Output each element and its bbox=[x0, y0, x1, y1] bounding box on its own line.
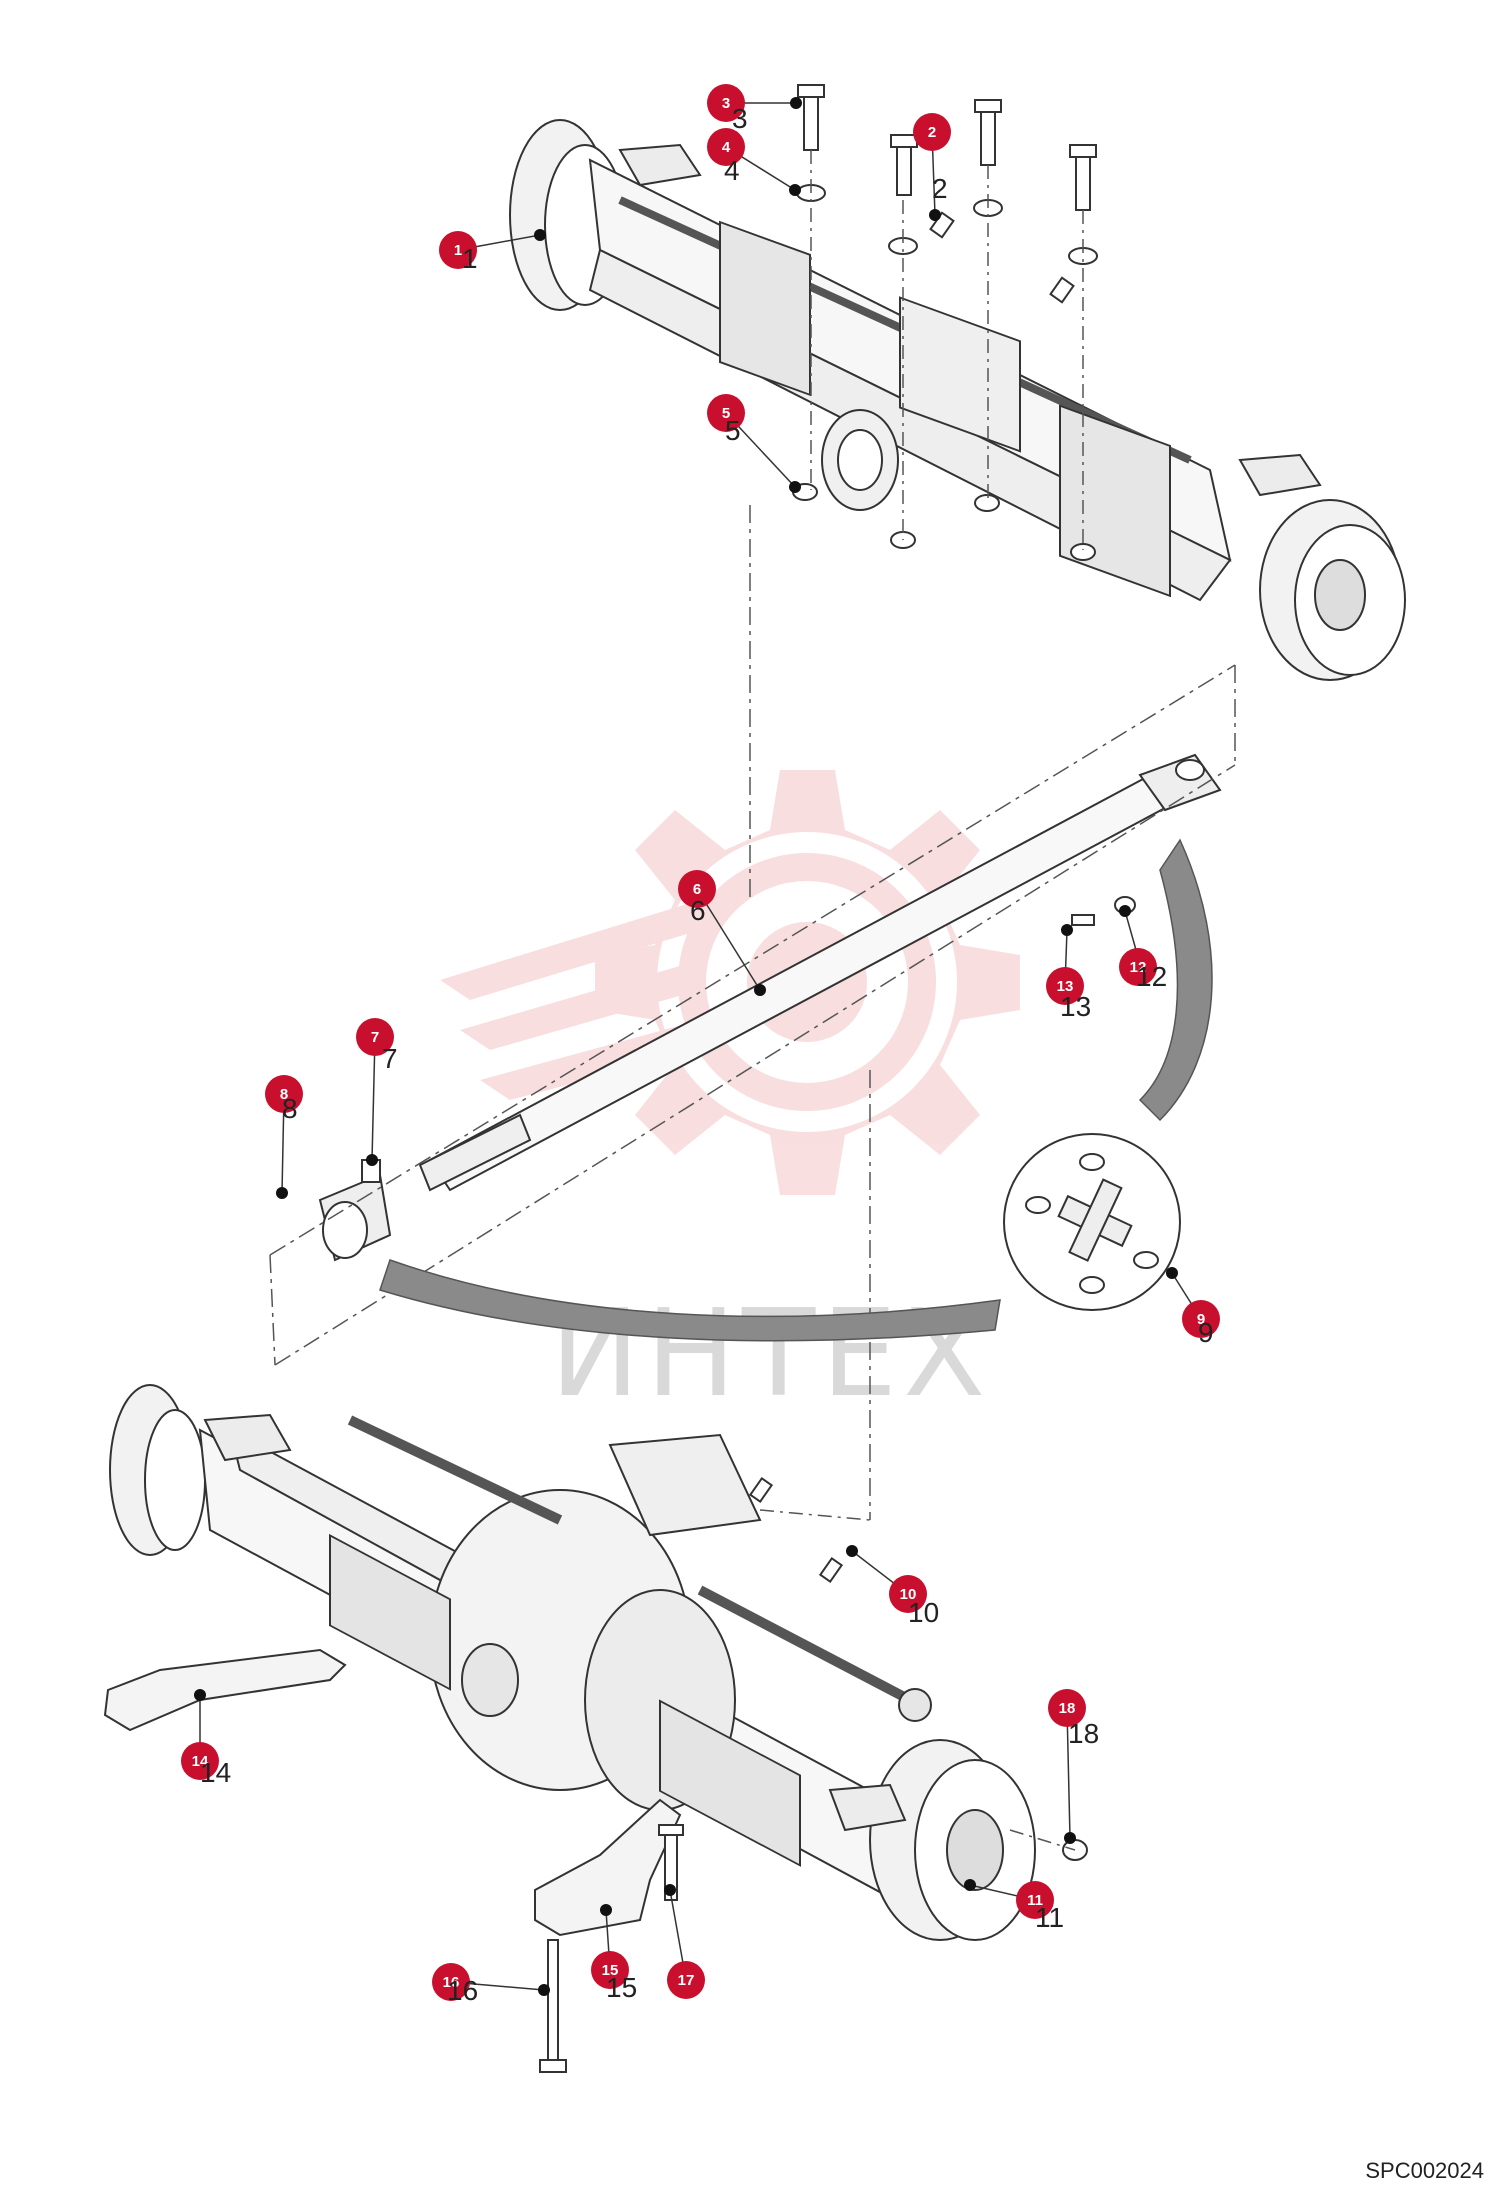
callout-7[interactable]: 7 bbox=[356, 1018, 394, 1056]
svg-text:11: 11 bbox=[1027, 1892, 1043, 1909]
callout-15[interactable]: 15 bbox=[591, 1951, 629, 1989]
part-label-14: 14 bbox=[200, 1757, 231, 1788]
shaft-dash-box bbox=[269, 505, 1236, 1520]
part-label-13: 13 bbox=[1060, 991, 1091, 1022]
callout-5[interactable]: 5 bbox=[707, 394, 745, 432]
callout-13[interactable]: 13 bbox=[1046, 967, 1084, 1005]
universal-joint-detail bbox=[1003, 1133, 1181, 1311]
svg-text:3: 3 bbox=[722, 95, 730, 112]
svg-text:15: 15 bbox=[602, 1962, 619, 1979]
callout-16[interactable]: 16 bbox=[432, 1963, 470, 2001]
part-label-10: 10 bbox=[908, 1597, 939, 1628]
part-label-12: 12 bbox=[1136, 961, 1167, 992]
part-label-1: 1 bbox=[462, 243, 478, 274]
svg-text:16: 16 bbox=[443, 1974, 460, 1991]
part-label-4: 4 bbox=[724, 155, 740, 186]
part-label-18: 18 bbox=[1068, 1718, 1099, 1749]
leader-dots bbox=[194, 97, 1178, 1996]
upper-axle-assembly bbox=[509, 119, 1406, 681]
callout-18[interactable]: 18 bbox=[1048, 1689, 1086, 1727]
part-label-5: 5 bbox=[725, 415, 741, 446]
callout-17[interactable]: 17 bbox=[667, 1961, 705, 1999]
part-label-8: 8 bbox=[282, 1093, 298, 1124]
part-label-11: 11 bbox=[1035, 1902, 1064, 1933]
svg-text:6: 6 bbox=[693, 881, 701, 898]
callout-6[interactable]: 6 bbox=[678, 870, 716, 908]
lower-axle-assembly bbox=[109, 1384, 1036, 1941]
callout-3[interactable]: 3 bbox=[707, 84, 745, 122]
svg-text:5: 5 bbox=[722, 405, 730, 422]
watermark-text: ИНТЕХ bbox=[550, 1285, 991, 1424]
upper-dash-lines bbox=[810, 150, 1084, 550]
callout-12[interactable]: 12 bbox=[1119, 948, 1157, 986]
callout-11[interactable]: 11 bbox=[1016, 1881, 1054, 1919]
callout-14[interactable]: 14 bbox=[181, 1742, 219, 1780]
svg-text:14: 14 bbox=[192, 1753, 209, 1770]
part-label-9: 9 bbox=[1198, 1317, 1214, 1348]
callout-1[interactable]: 1 bbox=[439, 231, 477, 269]
svg-text:8: 8 bbox=[280, 1086, 288, 1103]
svg-text:7: 7 bbox=[371, 1029, 379, 1046]
part-label-2: 2 bbox=[932, 173, 948, 204]
detail-arrows bbox=[379, 838, 1213, 1342]
svg-text:10: 10 bbox=[900, 1586, 917, 1603]
callout-4[interactable]: 4 bbox=[707, 128, 745, 166]
svg-text:2: 2 bbox=[928, 124, 936, 141]
lower-dash-lines bbox=[759, 1509, 1076, 1851]
document-code: SPC002024 bbox=[1365, 2158, 1484, 2183]
part-label-3: 3 bbox=[732, 103, 748, 134]
svg-text:4: 4 bbox=[722, 139, 731, 156]
callout-8[interactable]: 8 bbox=[265, 1075, 303, 1113]
part-label-7: 7 bbox=[382, 1043, 398, 1074]
part-labels: 1 2 3 4 5 6 7 8 9 10 11 12 13 14 15 16 1… bbox=[200, 103, 1214, 2006]
callout-10[interactable]: 10 bbox=[889, 1575, 927, 1613]
upper-bolts bbox=[792, 84, 1098, 561]
drive-shaft-assembly bbox=[318, 753, 1222, 1262]
svg-text:1: 1 bbox=[454, 242, 462, 259]
part-label-15: 15 bbox=[606, 1972, 637, 2003]
part-label-16: 16 bbox=[447, 1975, 478, 2006]
part-label-6: 6 bbox=[690, 895, 706, 926]
svg-text:18: 18 bbox=[1059, 1700, 1076, 1717]
svg-text:12: 12 bbox=[1130, 959, 1147, 976]
svg-text:9: 9 bbox=[1197, 1311, 1205, 1328]
svg-text:17: 17 bbox=[678, 1972, 695, 1989]
callout-2[interactable]: 2 bbox=[913, 113, 951, 151]
svg-text:13: 13 bbox=[1057, 978, 1074, 995]
callout-9[interactable]: 9 bbox=[1182, 1300, 1220, 1338]
